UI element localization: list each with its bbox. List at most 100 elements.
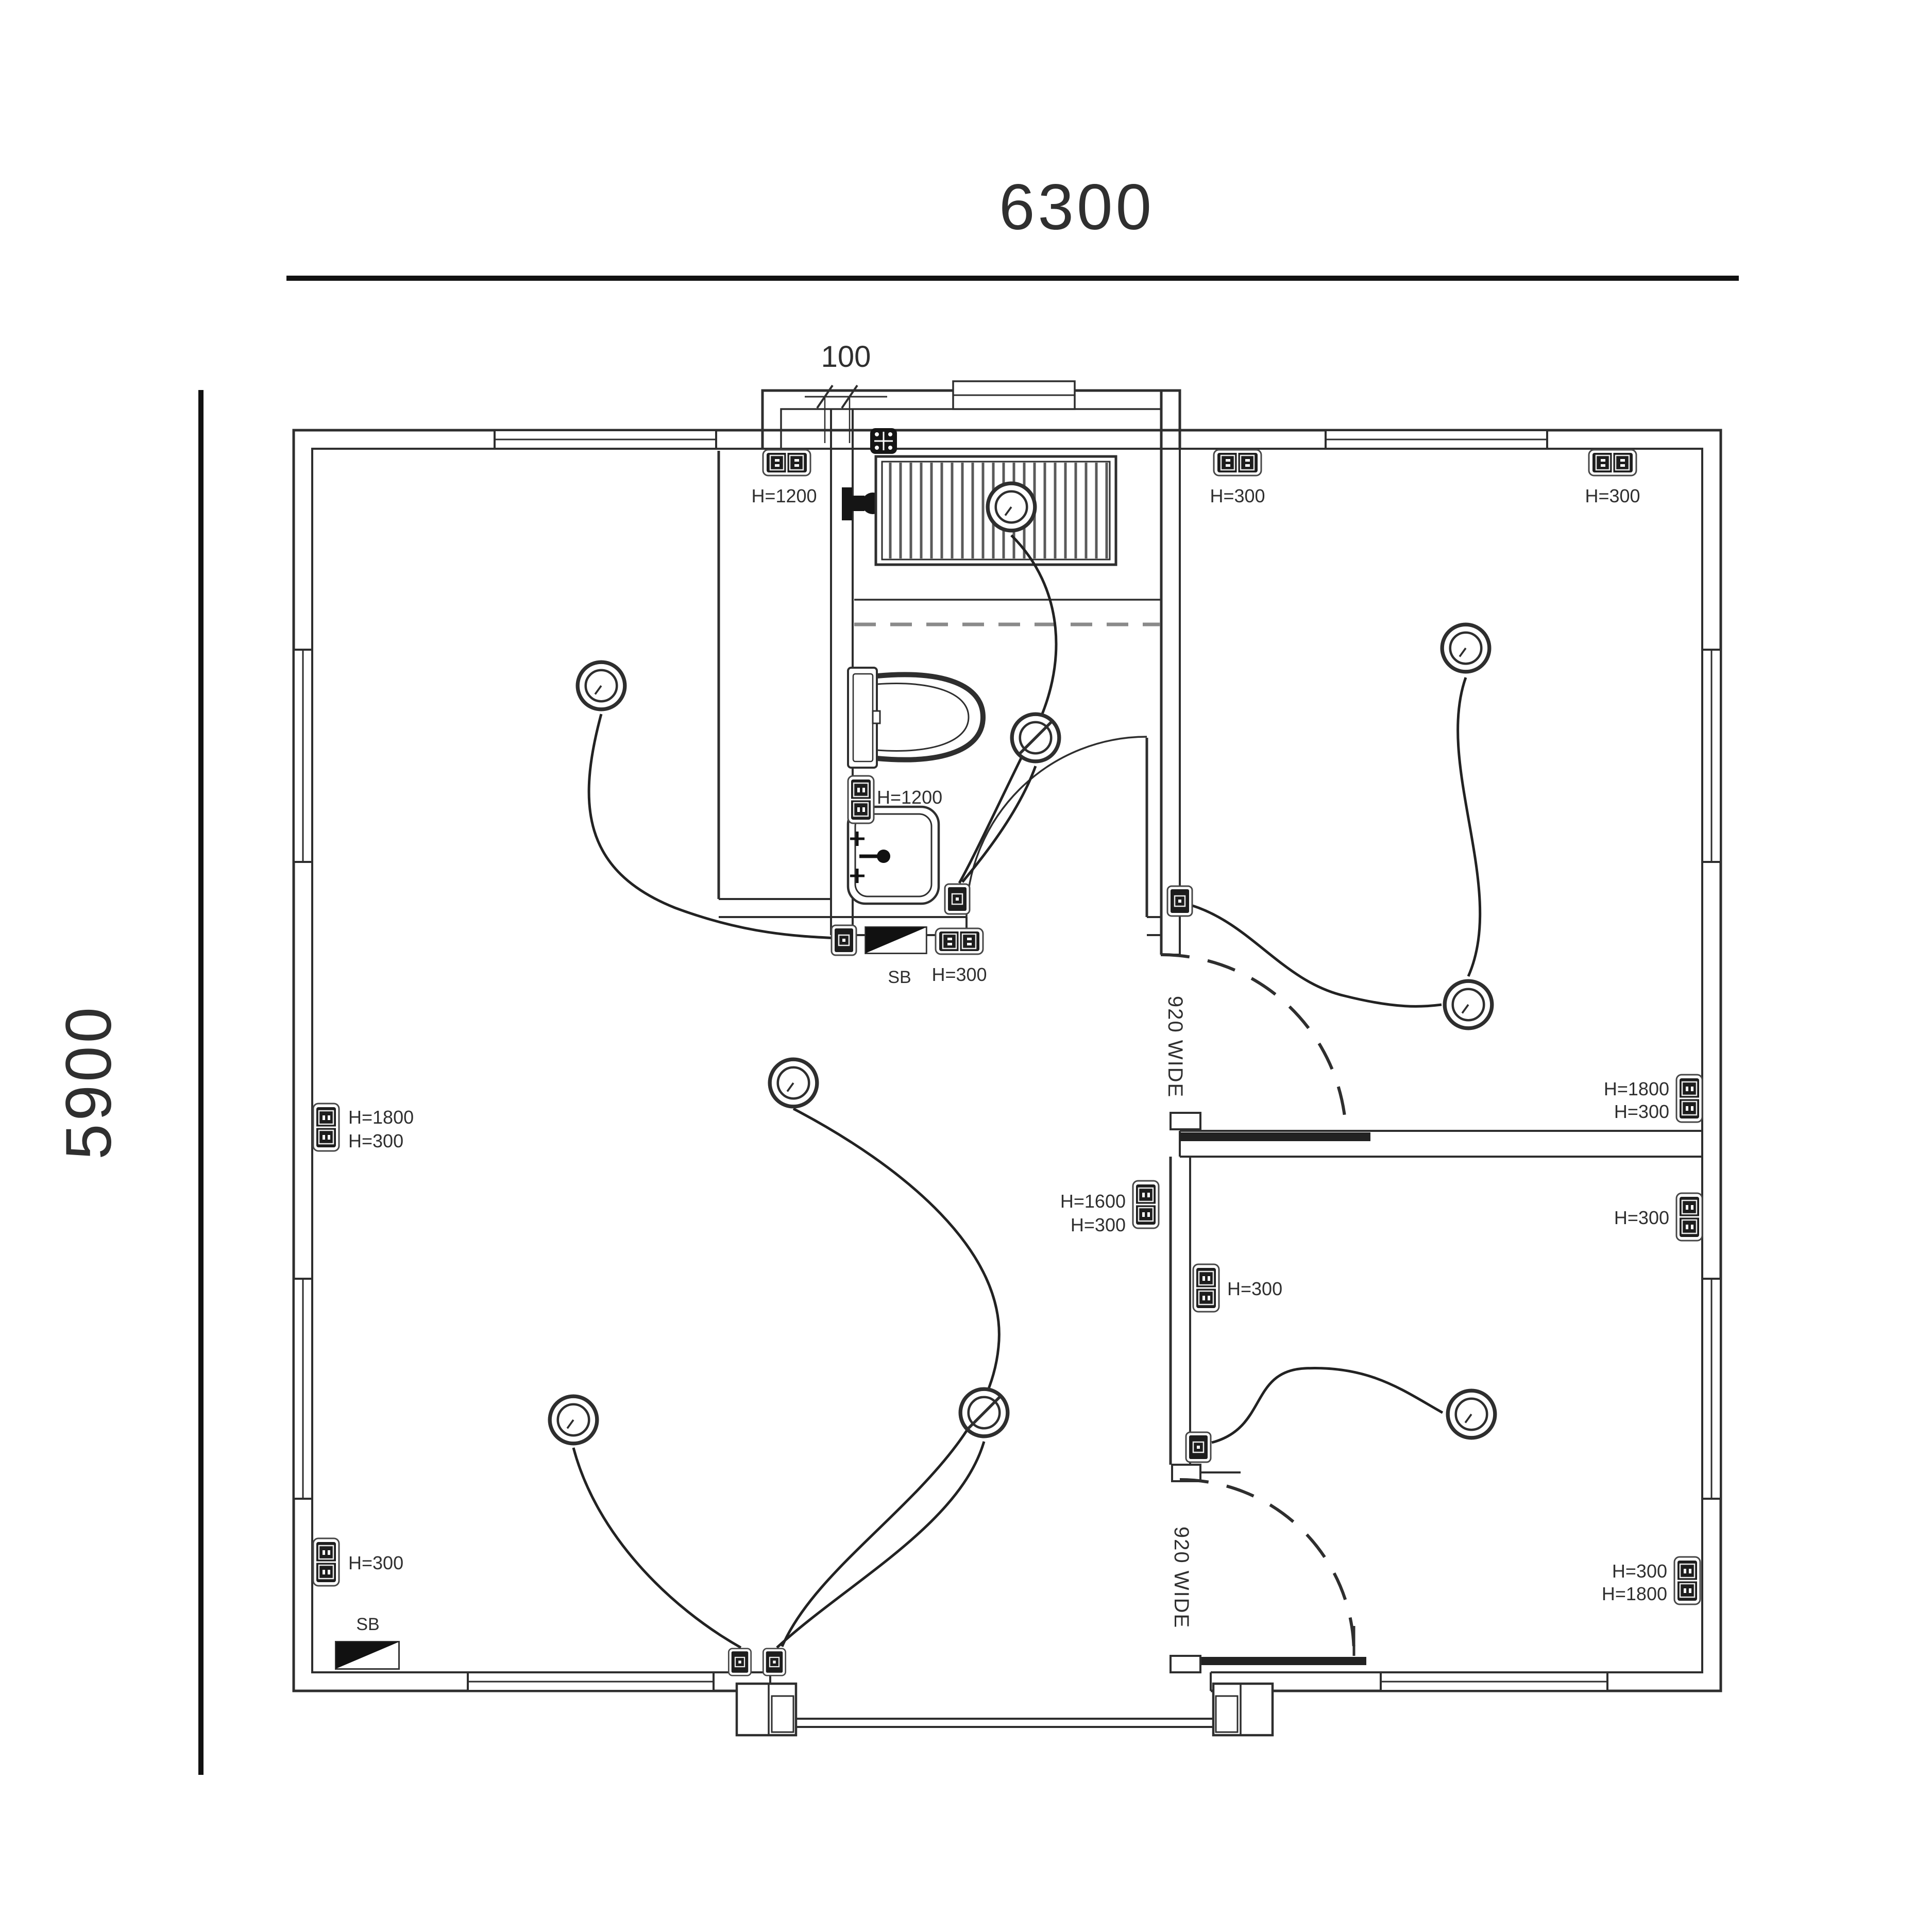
wire-lower-middle-light <box>776 1441 986 1649</box>
wire-corridor-switch-to-light <box>1192 904 1442 1008</box>
outlet-height-label: H=300 <box>1210 485 1265 506</box>
door-jamb <box>1170 1655 1201 1673</box>
window-left-lower <box>293 1278 313 1500</box>
door-width-label: 920 WIDE <box>1164 996 1187 1098</box>
switch-icon <box>1166 885 1193 917</box>
window-top-left <box>494 429 717 450</box>
window-right-upper <box>1701 649 1722 863</box>
window-left-upper <box>293 649 313 863</box>
outlet-height-label: H=300 <box>348 1552 403 1573</box>
power-outlet-icon <box>1213 449 1262 477</box>
doors <box>965 736 1370 1673</box>
outlet-height-label: H=300 <box>348 1130 403 1151</box>
outlet-height-label: H=300 <box>1585 485 1640 506</box>
power-outlets: H=1200 H=300 H=300 H=1800 H=300 H=300 H=… <box>312 449 1703 1605</box>
toilet <box>847 667 986 769</box>
power-outlet-icon <box>312 1537 340 1587</box>
ceiling-light-slash-icon <box>960 1389 1008 1436</box>
outlet-height-label: H=300 <box>1071 1214 1126 1235</box>
inner-wall-line <box>311 448 1703 1673</box>
wire-bathtub-light <box>958 534 1058 884</box>
sink <box>846 805 940 905</box>
lower-right-room-door <box>1170 1464 1366 1673</box>
switchboards: SB SB <box>335 926 927 1670</box>
porch-post <box>735 1682 798 1737</box>
outlet-height-label: H=300 <box>931 964 987 985</box>
outlet-height-label: H=300 <box>1612 1561 1667 1582</box>
window-bottom-left <box>467 1671 715 1692</box>
power-outlet-icon <box>935 927 984 955</box>
power-outlet-icon <box>1675 1074 1703 1123</box>
entry-porch <box>735 1682 1274 1737</box>
door-width-label: 920 WIDE <box>1170 1527 1193 1629</box>
window-bottom-right <box>1380 1671 1608 1692</box>
light-switches <box>727 883 1212 1676</box>
wire-lower-left-light <box>572 1447 742 1649</box>
outlet-height-label: H=1800 <box>1604 1078 1669 1099</box>
power-outlet-icon <box>1675 1192 1703 1242</box>
ceiling-light-icon <box>988 483 1035 531</box>
power-outlet-icon <box>1588 449 1637 477</box>
door-jamb <box>1170 1112 1201 1130</box>
switch-icon <box>727 1648 752 1676</box>
switchboard-label: SB <box>356 1615 379 1634</box>
porch-post <box>1212 1682 1274 1737</box>
windows <box>293 429 1722 1692</box>
dimension-annotations: 6300 5900 100 <box>53 172 1739 1775</box>
height-dimension-label: 5900 <box>53 1004 125 1160</box>
outer-wall-line <box>292 429 1722 1692</box>
ceiling-light-icon <box>1448 1391 1495 1438</box>
exhaust-fan-icon <box>870 428 897 454</box>
width-dimension-label: 6300 <box>999 172 1155 243</box>
exterior-walls <box>292 429 1722 1692</box>
switch-icon <box>944 883 971 915</box>
bathtub <box>874 455 1117 566</box>
wire-living-room-light <box>781 1107 1001 1647</box>
bathroom-door-swing-arc <box>965 736 1147 918</box>
bathroom-door <box>965 736 1148 918</box>
power-outlet-icon <box>847 775 875 824</box>
door-swing-arc-dashed <box>1179 1478 1355 1654</box>
power-outlet-icon <box>312 1103 340 1152</box>
switch-icon <box>1185 1431 1212 1463</box>
ceiling-light-icon <box>1442 624 1489 672</box>
switchboard-icon <box>335 1640 400 1670</box>
ceiling-light-icon <box>550 1396 597 1444</box>
wire-bottom-right-room-light <box>1211 1367 1444 1444</box>
window-top-right <box>1325 429 1548 450</box>
switchboard-icon <box>865 926 927 954</box>
outlet-height-label: H=300 <box>1614 1207 1669 1228</box>
wire-left-room-light <box>587 714 848 940</box>
door-swing-arc-dashed <box>1160 953 1348 1141</box>
offset-dimension-label: 100 <box>821 340 871 374</box>
switch-icon <box>831 924 857 956</box>
door-width-labels: 920 WIDE 920 WIDE <box>1164 996 1193 1629</box>
power-outlet-icon <box>1673 1556 1701 1605</box>
ceiling-light-icon <box>1445 981 1492 1028</box>
switch-icon <box>762 1648 787 1676</box>
power-outlet-icon <box>762 449 811 477</box>
power-outlet-icon <box>1132 1180 1160 1229</box>
outlet-height-label: H=1600 <box>1060 1191 1126 1212</box>
outlet-height-label: H=300 <box>1227 1278 1282 1299</box>
ceiling-lights <box>550 483 1495 1444</box>
electrical-wiring <box>572 534 1482 1649</box>
ceiling-light-icon <box>578 662 625 709</box>
upper-right-room-door <box>1160 953 1370 1141</box>
outlet-height-label: H=1800 <box>1602 1583 1667 1604</box>
switchboard-label: SB <box>888 968 911 987</box>
outlet-height-label: H=1800 <box>348 1107 414 1128</box>
power-outlet-icon <box>1192 1263 1220 1313</box>
ceiling-light-icon <box>770 1059 817 1107</box>
wire-between-upper-right-lights <box>1456 677 1482 977</box>
bathroom-fixtures <box>842 428 1160 905</box>
door-leaf-open <box>1171 1657 1366 1665</box>
ceiling-light-slash-icon <box>1012 714 1059 761</box>
door-leaf-open <box>1180 1132 1370 1141</box>
wire-bathroom-light <box>961 766 1037 883</box>
outlet-height-label: H=300 <box>1614 1101 1669 1122</box>
outlet-height-label: H=1200 <box>877 787 942 808</box>
outlet-height-label: H=1200 <box>751 485 817 506</box>
window-right-lower <box>1701 1278 1722 1500</box>
